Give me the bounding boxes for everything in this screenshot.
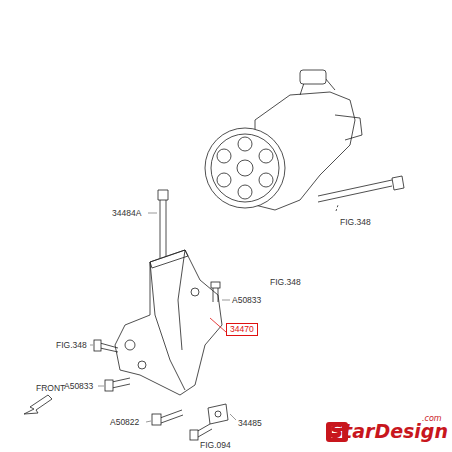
bolt-fig348-left bbox=[94, 340, 118, 352]
bolt-fig094 bbox=[190, 424, 212, 440]
bolt-a50833-left bbox=[105, 378, 130, 391]
figure-ref: FIG.348 bbox=[340, 218, 371, 227]
part-number: 34484A bbox=[112, 209, 141, 218]
leader-line bbox=[210, 318, 226, 332]
front-label: FRONT bbox=[36, 384, 65, 393]
spacer-34485 bbox=[208, 404, 228, 424]
part-number: 34470 bbox=[230, 324, 254, 334]
part-number: A50833 bbox=[64, 382, 93, 391]
part-number: A50833 bbox=[232, 296, 261, 305]
highlighted-part-number: 34470 bbox=[226, 323, 258, 336]
bolt-a50833-upper bbox=[211, 282, 220, 302]
logo-text: StarDesign bbox=[329, 420, 448, 442]
front-arrow bbox=[24, 395, 52, 414]
figure-ref: FIG.348 bbox=[56, 341, 87, 350]
part-number: 34485 bbox=[238, 419, 262, 428]
logo-domain: .com bbox=[422, 414, 442, 423]
power-steering-pump bbox=[205, 70, 362, 210]
bolt-a50822 bbox=[152, 410, 183, 425]
pump-bolt bbox=[318, 176, 404, 211]
pump-bracket bbox=[115, 250, 222, 395]
figure-ref: FIG.348 bbox=[270, 278, 301, 287]
leader-lines bbox=[90, 213, 236, 422]
part-number: A50822 bbox=[110, 418, 139, 427]
figure-ref: FIG.094 bbox=[200, 441, 231, 450]
